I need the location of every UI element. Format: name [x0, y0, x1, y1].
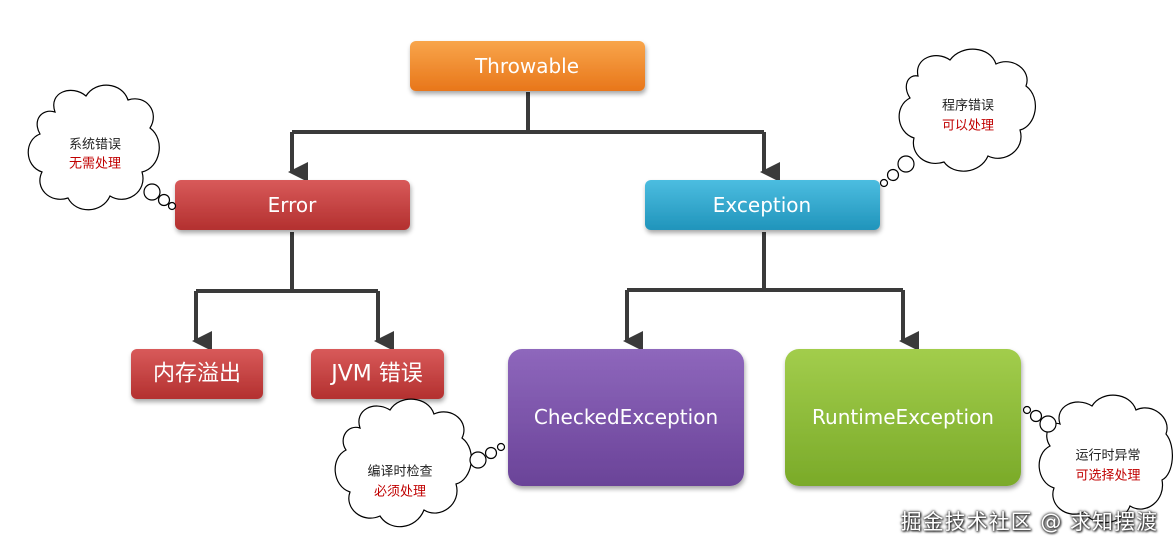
watermark: 掘金技术社区 @ 求知摆渡 [900, 510, 1158, 534]
callout-exception-line1: 程序错误 [942, 99, 994, 114]
node-throwable: Throwable [410, 41, 645, 91]
connector-lines [192, 92, 919, 351]
callout-runtime-line2: 可选择处理 [1075, 469, 1140, 484]
cloud-shape [1038, 394, 1173, 524]
cloud-bubble [897, 155, 915, 173]
node-throwable-label: Throwable [474, 54, 579, 78]
callout-error-line2: 无需处理 [69, 157, 121, 172]
cloud-bubble [1039, 415, 1057, 433]
cloud-shape [27, 84, 160, 211]
cloud-bubble [879, 178, 889, 188]
node-error: Error [175, 180, 410, 230]
node-jvm-error-label: JVM 错误 [329, 362, 423, 387]
callout-runtime-note: 运行时异常 可选择处理 [1022, 394, 1173, 524]
cloud-bubble [143, 183, 161, 201]
callout-runtime-line1: 运行时异常 [1075, 449, 1140, 464]
cloud-bubble [469, 451, 487, 469]
callout-exception-line2: 可以处理 [942, 119, 994, 134]
node-runtime-exception-label: RuntimeException [812, 405, 994, 429]
callout-error-line1: 系统错误 [69, 138, 121, 153]
callout-checked-line2: 必须处理 [374, 485, 426, 500]
node-memory-overflow: 内存溢出 [131, 349, 263, 399]
cloud-bubble [886, 168, 900, 182]
cloud-bubble [484, 446, 498, 460]
node-error-label: Error [268, 193, 318, 217]
node-checked-exception: CheckedException [508, 349, 744, 486]
callout-checked-note: 编译时检查 必须处理 [334, 398, 506, 528]
cloud-bubble [157, 193, 171, 207]
node-runtime-exception: RuntimeException [785, 349, 1021, 486]
cloud-shape [898, 48, 1036, 172]
node-memory-overflow-label: 内存溢出 [153, 362, 241, 387]
callout-checked-line1: 编译时检查 [367, 465, 432, 480]
cloud-bubble [167, 201, 177, 211]
cloud-bubble [1022, 405, 1032, 415]
node-exception: Exception [645, 180, 880, 230]
node-exception-label: Exception [713, 193, 811, 217]
cloud-bubble [1029, 409, 1043, 423]
cloud-bubble [496, 442, 506, 452]
node-checked-exception-label: CheckedException [534, 405, 718, 429]
callout-exception-note: 程序错误 可以处理 [879, 48, 1036, 188]
callout-error-note: 系统错误 无需处理 [27, 84, 177, 211]
cloud-shape [334, 398, 472, 528]
node-jvm-error: JVM 错误 [311, 349, 444, 399]
